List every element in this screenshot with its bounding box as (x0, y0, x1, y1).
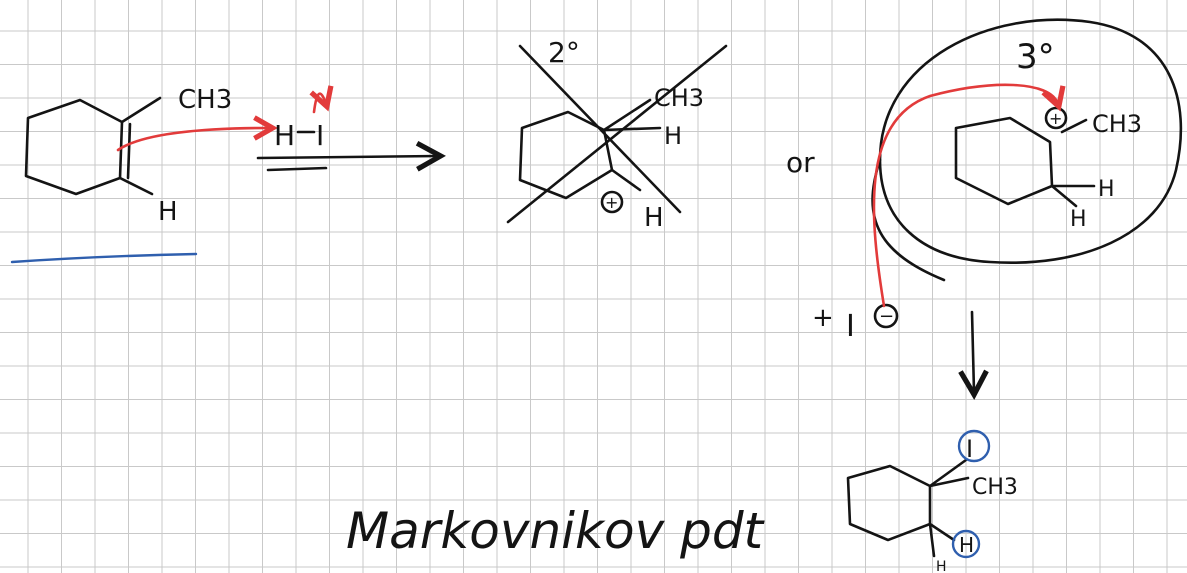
reactant-underline (10, 252, 198, 264)
iodide-charge-circle (873, 303, 899, 329)
product-h-highlight (951, 529, 981, 559)
tertiary-carbocation: 3° + CH3 H H (871, 18, 1183, 282)
secondary-ch-bond (610, 168, 642, 192)
product-ch3-bond (928, 476, 970, 488)
caption-markovnikov: Markovnikov pdt (346, 502, 766, 560)
cross-out-line-2 (506, 44, 728, 224)
down-arrow (972, 310, 974, 392)
product-h-bond (928, 522, 956, 542)
tertiary-h-bottom-label: H (1070, 207, 1087, 232)
product-ch3-label: CH3 (972, 475, 1018, 500)
tertiary-ring (954, 116, 1054, 206)
iodide-atom-label: I (846, 309, 855, 344)
reaction-arrow (256, 156, 438, 158)
bond-cleavage-arrow (314, 94, 326, 114)
reactant-h-label: H (158, 197, 178, 227)
product-h-label: H (936, 559, 947, 573)
secondary-charge-h-label: H (644, 203, 664, 233)
product-molecule: I CH3 H H (846, 429, 1018, 573)
tertiary-highlight-oval (878, 18, 1183, 264)
reactant-ch3-label: CH3 (178, 85, 232, 115)
tertiary-charge-label: + (1049, 109, 1062, 128)
iodide-charge-label: − (879, 306, 894, 327)
secondary-charge-label: + (605, 193, 618, 212)
reagent-hi: H I (274, 94, 326, 152)
tertiary-degree-label: 3° (1016, 37, 1055, 77)
tertiary-highlight-tail (871, 158, 946, 282)
reactant-h-bond (118, 176, 154, 196)
product-h-added-label: H (959, 533, 974, 557)
iodide-plus-label: + (812, 303, 834, 333)
secondary-charge-circle (600, 190, 624, 214)
product-iodine-label: I (966, 435, 973, 463)
secondary-ring (518, 110, 614, 200)
secondary-ch3-bond (602, 98, 652, 132)
reactant-ring (24, 98, 124, 196)
secondary-carbocation: 2° CH3 H + H (506, 36, 728, 233)
product-h2-bond (928, 522, 936, 558)
pi-electron-arrow (116, 128, 270, 152)
nucleophile-attack-arrow (872, 83, 1058, 308)
product-ring (846, 464, 932, 542)
product-iodine-highlight (957, 429, 991, 463)
secondary-degree-label: 2° (548, 36, 580, 69)
reactant-ch3-bond (120, 96, 162, 124)
reactant-molecule: CH3 H (24, 85, 232, 227)
tertiary-ch3-label: CH3 (1092, 110, 1142, 138)
tertiary-h-bond-bottom (1050, 184, 1078, 208)
iodide-nucleophile: + I − (812, 303, 899, 344)
product-i-bond (928, 458, 968, 488)
tertiary-h-top-label: H (1098, 177, 1115, 202)
cross-out-line-1 (518, 44, 682, 214)
secondary-h-label: H (664, 122, 682, 150)
reactant-double-bond (126, 122, 132, 180)
reagent-i-label: I (316, 119, 324, 152)
reagent-h-label: H (274, 119, 295, 152)
or-label: or (786, 146, 815, 179)
reagent-underline (266, 166, 328, 172)
tertiary-ch3-bond (1060, 118, 1088, 134)
secondary-h-bond (602, 126, 662, 132)
